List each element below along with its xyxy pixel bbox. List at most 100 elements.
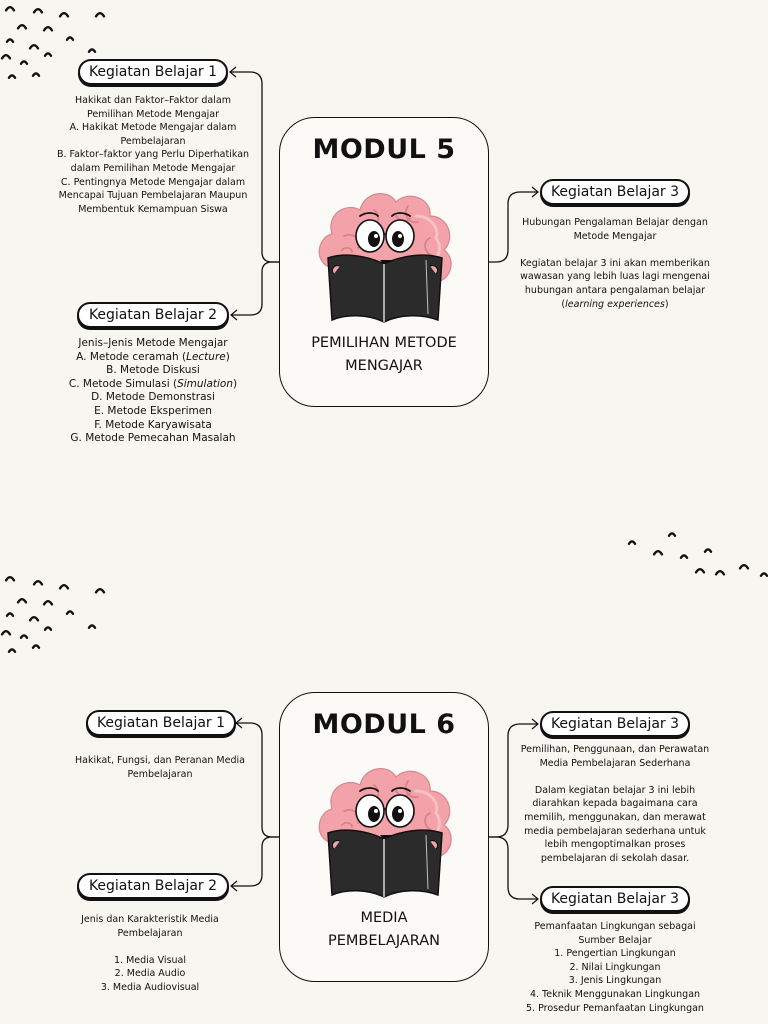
m5-kb1-pill[interactable]: Kegiatan Belajar 1 [78,59,228,85]
decorative-arc [31,644,41,649]
text-line: C. Metode Simulasi (Simulation) [68,377,238,390]
text-line: memilih, menggunakan, dan merawat [524,811,706,823]
connector-m5-kb2 [231,261,279,316]
decorative-arc [65,610,75,615]
text-line: wawasan yang lebih luas lagi mengenai [520,271,710,283]
text-line: Pembelajaran [120,135,186,147]
m6-kb1-pill[interactable]: Kegiatan Belajar 1 [86,710,236,736]
decorative-arc [703,548,713,553]
decorative-arc [7,648,17,653]
decorative-arc [31,72,41,77]
modul-5-card: MODUL 5 PEMILIHAN METODE MENGAJAR [279,117,489,407]
text-line: Jenis dan Karakteristik Media [81,914,219,925]
text-line: D. Metode Demonstrasi [91,391,215,404]
decorative-arc [94,588,106,594]
m6-subtitle: MEDIA PEMBELAJARAN [280,907,488,953]
decorative-arc [94,12,106,18]
m5-title: MODUL 5 [312,134,456,165]
decorative-arc [32,8,44,14]
text-line [50,940,250,954]
text-line: Dalam kegiatan belajar 3 ini lebih [534,784,696,796]
decorative-arc [28,44,40,50]
m6-kb3b-label: Kegiatan Belajar 3 [550,891,680,907]
m5-subtitle: PEMILIHAN METODE MENGAJAR [280,332,488,378]
m6-kb2-pill[interactable]: Kegiatan Belajar 2 [77,873,229,899]
decorative-arc [5,38,15,43]
text-line: 4. Teknik Menggunakan Lingkungan [529,988,701,1000]
m6-kb3a-pill[interactable]: Kegiatan Belajar 3 [540,711,690,737]
decorative-arc [679,554,689,559]
m6-subtitle-line-1: MEDIA [360,910,408,926]
decorative-arc [28,616,40,622]
decorative-arc [19,60,29,65]
text-line: 5. Prosedur Pemanfaatan Lingkungan [526,1002,704,1014]
text-line: Jenis–Jenis Metode Mengajar [78,337,228,349]
m6-kb3a-label: Kegiatan Belajar 3 [550,716,680,732]
text-line: A. Metode ceramah (Lecture) [76,350,230,363]
text-line: G. Metode Pemecahan Masalah [70,432,236,445]
decorative-arc [7,74,17,79]
decorative-arc [0,54,12,60]
text-line: Pemilihan Metode Mengajar [86,108,220,120]
m5-kb3-label: Kegiatan Belajar 3 [550,184,680,200]
m5-subtitle-line-2: MENGAJAR [345,358,423,374]
m5-kb1-label: Kegiatan Belajar 1 [88,64,218,80]
text-line: Kegiatan belajar 3 ini akan memberikan [520,257,710,269]
decorative-arc [16,24,28,30]
m5-kb2-pill[interactable]: Kegiatan Belajar 2 [77,302,229,328]
decorative-arc [5,612,15,617]
text-line: F. Metode Karyawisata [94,418,212,431]
text-line: Media Pembelajaran Sederhana [539,757,691,769]
m6-subtitle-line-2: PEMBELAJARAN [327,933,441,949]
text-line: 3. Media Audiovisual [100,981,200,993]
text-line: Pembelajaran [117,927,183,939]
decorative-arc [0,630,12,636]
decorative-arc [43,626,53,631]
text-line: Pemanfaatan Lingkungan sebagai [534,921,696,932]
text-line: Membentuk Kemampuan Siswa [78,203,228,215]
decorative-arc [58,12,70,18]
m6-kb3b-pill[interactable]: Kegiatan Belajar 3 [540,886,690,912]
text-line: (learning experiences) [561,298,669,310]
text-line: 2. Nilai Lingkungan [569,961,661,973]
text-line: B. Faktor–faktor yang Perlu Diperhatikan [56,149,250,161]
text-line [510,770,720,784]
text-line [510,243,720,257]
text-line: lebih mengoptimalkan proses [544,839,686,851]
text-line: 2. Media Audio [114,968,186,980]
text-line: B. Metode Diskusi [106,364,200,377]
text-line: Sumber Belajar [578,934,652,946]
decorative-arc [652,550,664,556]
text-line: Mencapai Tujuan Pembelajaran Maupun [58,190,248,202]
modul-6-card: MODUL 6 MEDIA PEMBELAJARAN [279,692,489,982]
decorative-arc [87,624,97,629]
decorative-arc [58,584,70,590]
m6-title: MODUL 6 [312,709,456,740]
decorative-arc [759,572,768,577]
text-line: Hakikat dan Faktor–Faktor dalam [75,95,231,106]
text-line: Pemilihan, Penggunaan, dan Perawatan [520,744,710,755]
text-line: C. Pentingnya Metode Mengajar dalam [60,176,246,188]
text-line: A. Hakikat Metode Mengajar dalam [69,122,237,134]
m5-kb2-label: Kegiatan Belajar 2 [88,307,218,323]
m5-subtitle-line-1: PEMILIHAN METODE [311,335,457,351]
decorative-arc [43,52,53,57]
m6-kb2-label: Kegiatan Belajar 2 [88,878,218,894]
brain-reading-icon [318,193,452,323]
decorative-arc [65,36,75,41]
text-line: diarahkan kepada bagaimana cara [532,798,698,810]
text-line: Hakikat, Fungsi, dan Peranan Media [75,755,245,766]
text-line: media pembelajaran sederhana untuk [524,825,706,837]
decorative-arc [42,26,54,32]
decorative-arc [32,580,44,586]
decorative-arc [627,540,637,545]
decorative-arc [87,48,97,53]
m5-kb3-pill[interactable]: Kegiatan Belajar 3 [540,179,690,205]
text-line: 3. Jenis Lingkungan [568,975,662,987]
